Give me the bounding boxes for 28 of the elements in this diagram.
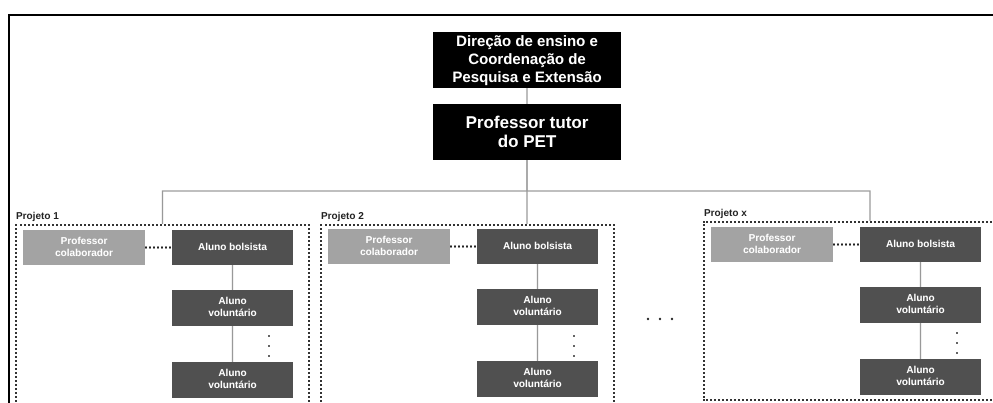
org-box: Professor colaborador: [711, 227, 833, 262]
connector-line: [920, 323, 922, 359]
org-box: Aluno bolsista: [860, 227, 981, 262]
project-heading: Projeto 1: [16, 210, 59, 224]
connector-line: [232, 265, 234, 290]
connector-line: [920, 262, 922, 287]
org-box: Aluno voluntário: [172, 362, 293, 398]
connector-line: [526, 88, 528, 104]
org-box: Professor tutor do PET: [433, 104, 621, 160]
dotted-connector: [450, 246, 477, 248]
org-box: Aluno bolsista: [172, 230, 293, 265]
connector-line: [536, 264, 538, 289]
org-box: Professor colaborador: [23, 230, 145, 265]
org-box: Aluno voluntário: [860, 287, 981, 323]
dotted-connector: [833, 244, 860, 246]
connector-line: [232, 326, 234, 362]
org-box: Aluno voluntário: [477, 289, 598, 325]
org-box: Aluno voluntário: [860, 359, 981, 395]
org-box: Aluno voluntário: [172, 290, 293, 326]
org-box: Aluno bolsista: [477, 229, 598, 264]
dotted-connector: [145, 246, 172, 248]
connector-line: [526, 160, 871, 221]
org-box: Professor colaborador: [328, 229, 450, 264]
org-box: Aluno voluntário: [477, 361, 598, 397]
connector-line: [536, 325, 538, 361]
project-heading: Projeto x: [704, 207, 747, 221]
project-heading: Projeto 2: [321, 210, 364, 224]
org-box: Direção de ensino e Coordenação de Pesquisa e Extensão: [433, 32, 621, 88]
